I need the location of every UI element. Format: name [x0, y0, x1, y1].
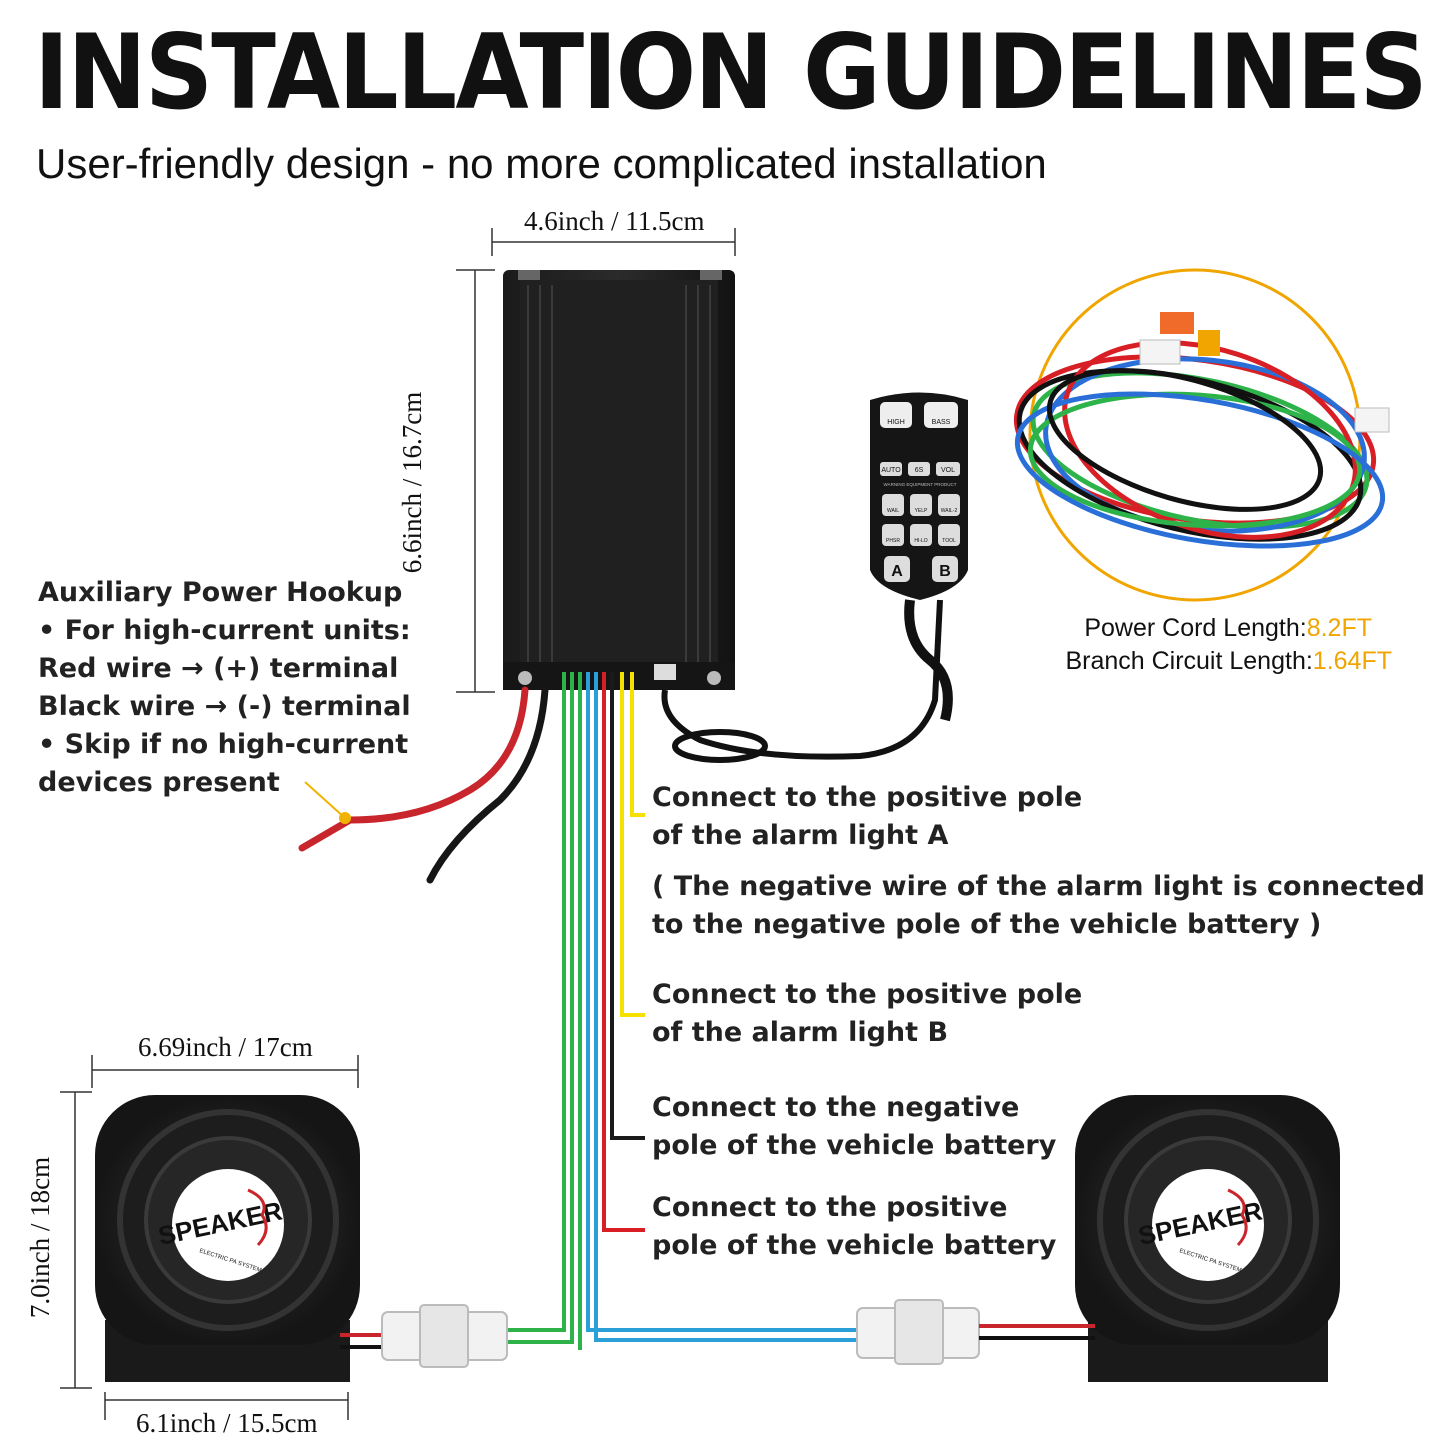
- signal-wires: [507, 672, 857, 1350]
- note-alarm-light-b: Connect to the positive pole of the alar…: [652, 976, 1082, 1052]
- power-cord-label: Power Cord Length:: [1084, 614, 1307, 642]
- note-alarm-light-b-line1: Connect to the positive pole: [652, 979, 1083, 1010]
- btn-b-label: B: [939, 563, 951, 580]
- controller-cable: [661, 599, 943, 760]
- note-battery-negative-line2: pole of the vehicle battery: [652, 1130, 1057, 1161]
- speaker-base-label: 6.1inch / 15.5cm: [136, 1408, 318, 1438]
- aux-heading: Auxiliary Power Hookup: [38, 577, 403, 608]
- speaker-height-dimension: [60, 1091, 92, 1389]
- note-alarm-light-a-line1: Connect to the positive pole: [652, 782, 1083, 813]
- branch-circuit-label: Branch Circuit Length:: [1065, 647, 1313, 675]
- note-negative-wire: ( The negative wire of the alarm light i…: [652, 868, 1425, 944]
- speaker-base-dimension: [104, 1392, 349, 1420]
- power-cord-length: Power Cord Length:8.2FT: [1000, 614, 1372, 643]
- btn-tool-label: TOOL: [942, 538, 956, 544]
- btn-a-label: A: [891, 563, 903, 580]
- aux-line-5: devices present: [38, 767, 280, 798]
- btn-6s-label: 6S: [915, 467, 924, 474]
- note-negative-wire-line2: to the negative pole of the vehicle batt…: [652, 909, 1322, 940]
- aux-line-1: • For high-current units:: [38, 615, 411, 646]
- siren-amplifier-box: [503, 270, 735, 690]
- handheld-controller: HIGH BASS AUTO 6S VOL WARNING EQUIPMENT …: [870, 392, 968, 722]
- btn-yelp-label: YELP: [915, 508, 928, 514]
- note-battery-positive-line1: Connect to the positive: [652, 1192, 1008, 1223]
- box-height-dimension: [456, 269, 495, 693]
- right-connector: [856, 1299, 980, 1365]
- note-battery-negative-line1: Connect to the negative: [652, 1092, 1020, 1123]
- box-width-label: 4.6inch / 11.5cm: [524, 206, 705, 236]
- page-title: INSTALLATION GUIDELINES: [34, 13, 1428, 133]
- power-cord-value: 8.2FT: [1306, 614, 1372, 642]
- btn-wail-label: WAIL: [887, 508, 899, 514]
- aux-pointer-line: [304, 781, 346, 819]
- aux-red-wire: [298, 686, 529, 852]
- btn-vol-label: VOL: [941, 467, 955, 474]
- right-speaker: SPEAKER ELECTRIC PA SYSTEM: [1075, 1095, 1340, 1382]
- aux-line-3: Black wire → (-) terminal: [38, 691, 411, 722]
- note-battery-positive-line2: pole of the vehicle battery: [652, 1230, 1057, 1261]
- btn-hilo-label: HI-LO: [914, 538, 927, 544]
- note-negative-wire-line1: ( The negative wire of the alarm light i…: [652, 871, 1425, 902]
- power-cord-harness: [1013, 268, 1390, 602]
- note-battery-negative: Connect to the negative pole of the vehi…: [652, 1089, 1056, 1165]
- speaker-width-dimension: [91, 1055, 359, 1088]
- branch-circuit-length: Branch Circuit Length:1.64FT: [1000, 647, 1392, 676]
- btn-bass-label: BASS: [932, 419, 951, 426]
- left-connector: [381, 1304, 508, 1368]
- aux-line-2: Red wire → (+) terminal: [38, 653, 399, 684]
- box-width-dimension: [491, 228, 736, 256]
- box-height-label: 6.6inch / 16.7cm: [397, 391, 428, 574]
- speaker-width-label: 6.69inch / 17cm: [138, 1032, 313, 1062]
- left-speaker: SPEAKER ELECTRIC PA SYSTEM: [95, 1095, 360, 1382]
- branch-circuit-value: 1.64FT: [1312, 647, 1392, 675]
- note-battery-positive: Connect to the positive pole of the vehi…: [652, 1189, 1056, 1265]
- aux-pointer-dot: [339, 812, 351, 824]
- note-alarm-light-a-line2: of the alarm light A: [652, 820, 949, 851]
- speaker-height-label: 7.0inch / 18cm: [25, 1156, 56, 1319]
- page-subtitle: User-friendly design - no more complicat…: [36, 140, 1047, 187]
- aux-black-wire: [426, 686, 549, 884]
- btn-phsr-label: PHSR: [886, 538, 900, 544]
- aux-hookup-block: Auxiliary Power Hookup • For high-curren…: [38, 574, 411, 802]
- btn-high-label: HIGH: [887, 419, 905, 426]
- controller-product-text: WARNING EQUIPMENT PRODUCT: [883, 482, 956, 487]
- btn-auto-label: AUTO: [881, 467, 901, 474]
- note-alarm-light-a: Connect to the positive pole of the alar…: [652, 779, 1082, 855]
- aux-line-4: • Skip if no high-current: [38, 729, 409, 760]
- btn-wail2-label: WAIL-2: [941, 508, 958, 514]
- note-alarm-light-b-line2: of the alarm light B: [652, 1017, 949, 1048]
